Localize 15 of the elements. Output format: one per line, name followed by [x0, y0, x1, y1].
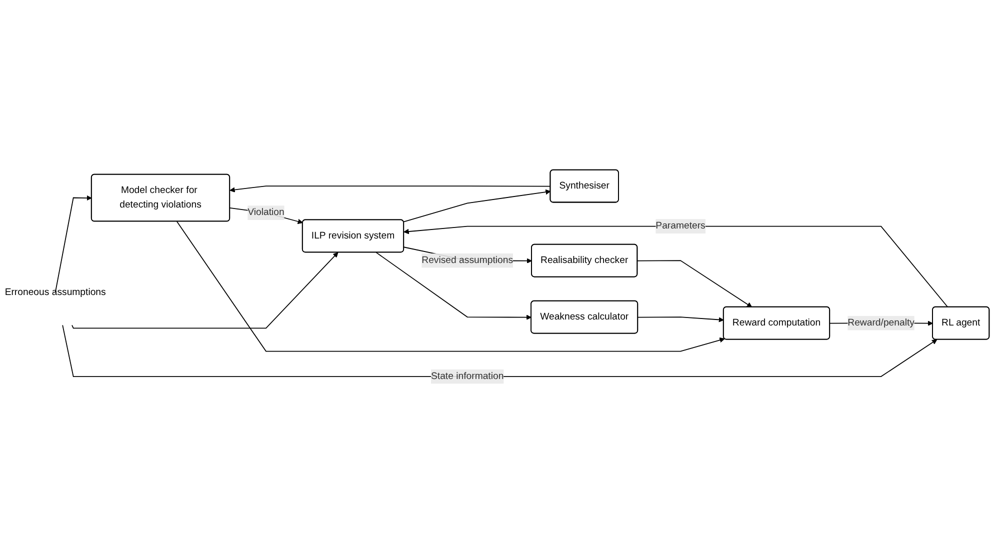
arrow — [54, 196, 92, 294]
arrow — [230, 186, 551, 193]
edge-label: State information — [430, 371, 504, 382]
edge-label: Revised assumptions — [422, 255, 514, 266]
arrow — [403, 190, 551, 222]
edge-label: Reward/penalty — [848, 318, 914, 328]
arrow — [376, 252, 532, 320]
arrow — [72, 252, 338, 329]
node-text: Erroneous assumptions — [4, 287, 106, 298]
edge-label: Violation — [248, 208, 284, 218]
arrow — [637, 316, 724, 323]
arrow — [62, 324, 938, 378]
edge-label: Parameters — [656, 221, 706, 232]
arrow — [176, 221, 725, 352]
arrow — [637, 260, 752, 308]
